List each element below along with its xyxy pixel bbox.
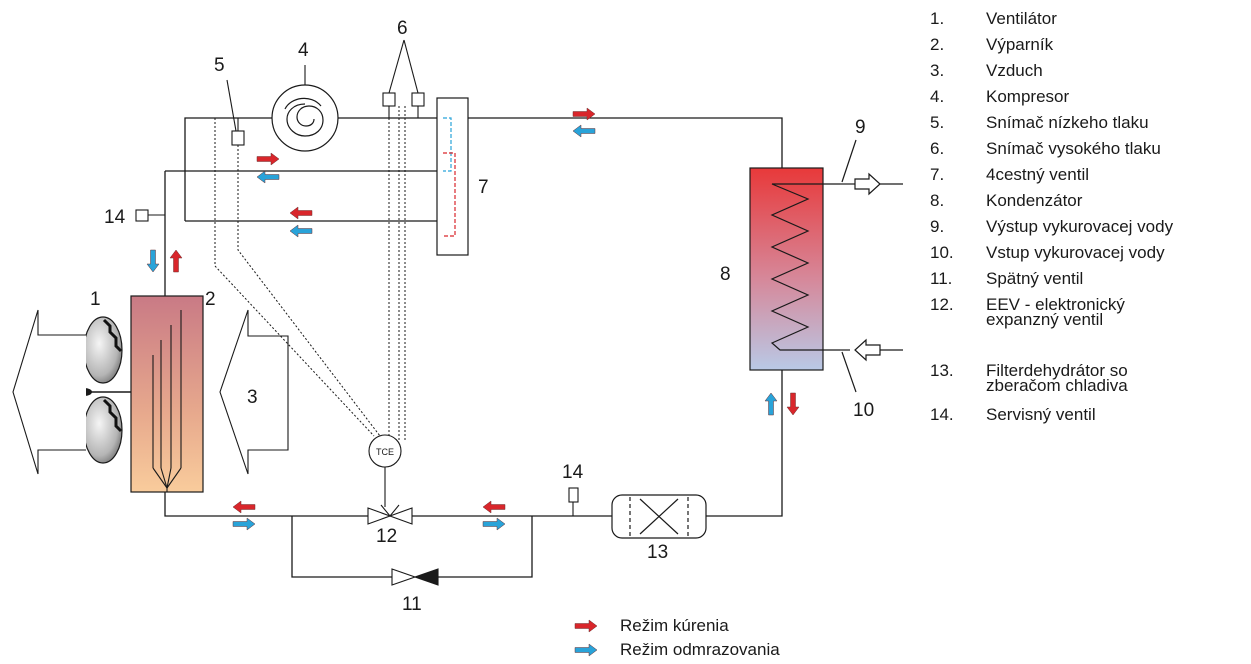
label-13: 13: [647, 542, 668, 563]
legend-text: Servisný ventil: [986, 405, 1096, 424]
label-6: 6: [397, 18, 408, 39]
label-14-left: 14: [104, 207, 126, 228]
defrost-flow-arrow: [572, 124, 596, 138]
evaporator: [130, 295, 204, 493]
heating-mode-label: Režim kúrenia: [620, 616, 729, 635]
legend-text: EEV - elektronický: [986, 295, 1125, 314]
eev-valve: [367, 504, 413, 525]
legend-number: 6.: [930, 139, 945, 158]
heating-mode-legend-arrow: [574, 619, 598, 633]
label-2: 2: [205, 289, 216, 310]
label-5: 5: [214, 55, 225, 76]
legend-text: Kompresor: [986, 87, 1070, 106]
legend-number: 10.: [930, 243, 954, 262]
label-10: 10: [853, 400, 874, 421]
legend-number: 7.: [930, 165, 945, 184]
defrost-flow-arrow: [146, 249, 160, 273]
legend-text: Vzduch: [986, 61, 1043, 80]
check-valve: [391, 568, 439, 586]
fan: [76, 316, 131, 464]
label-1: 1: [90, 289, 101, 310]
mode-legend-arrows: [574, 619, 598, 657]
label-3: 3: [247, 387, 258, 408]
legend-number: 2.: [930, 35, 945, 54]
label-tce: TCE: [376, 447, 394, 457]
label-12: 12: [376, 526, 397, 547]
label-4: 4: [298, 40, 309, 61]
label-11: 11: [402, 594, 422, 615]
legend-text: Kondenzátor: [986, 191, 1083, 210]
label-7: 7: [478, 177, 489, 198]
sensors: [135, 92, 579, 516]
legend-number: 3.: [930, 61, 945, 80]
legend-text: Výstup vykurovacej vody: [986, 217, 1174, 236]
water-connections: [840, 139, 903, 393]
label-14-bottom: 14: [562, 462, 584, 483]
legend-number: 5.: [930, 113, 945, 132]
legend-number: 11.: [930, 269, 953, 288]
compressor: [271, 84, 339, 152]
component-labels: 1 2 3 4 5 6 7 8 9 10 11 12 13 14 14 TCE: [90, 18, 874, 615]
legend-text: Spätný ventil: [986, 269, 1084, 288]
legend-text: Snímač vysokého tlaku: [986, 139, 1161, 158]
flow-arrows: [146, 107, 800, 531]
legend-text: Ventilátor: [986, 9, 1057, 28]
label-9: 9: [855, 117, 866, 138]
legend-text-line2: zberačom chladiva: [986, 376, 1128, 395]
legend-text: Vstup vykurovacej vody: [986, 243, 1165, 262]
condenser: [749, 167, 840, 371]
heating-flow-arrow: [786, 392, 800, 416]
heating-flow-arrow: [289, 206, 313, 220]
heating-flow-arrow: [256, 152, 280, 166]
defrost-flow-arrow: [232, 517, 256, 531]
defrost-flow-arrow: [482, 517, 506, 531]
legend-number: 1.: [930, 9, 945, 28]
defrost-flow-arrow: [289, 224, 313, 238]
defrost-flow-arrow: [764, 392, 778, 416]
legend-text: Výparník: [986, 35, 1054, 54]
legend-text: Filterdehydrátor so: [986, 361, 1128, 380]
defrost-mode-label: Režim odmrazovania: [620, 640, 780, 659]
air-flow-arrows: [12, 309, 289, 475]
legend-number: 13.: [930, 361, 954, 380]
heating-flow-arrow: [232, 500, 256, 514]
heating-flow-arrow: [572, 107, 596, 121]
four-way-valve: [436, 97, 469, 256]
legend-number: 14.: [930, 405, 954, 424]
legend-number: 8.: [930, 191, 945, 210]
label-leader-lines: [226, 39, 419, 132]
heating-flow-arrow: [482, 500, 506, 514]
legend-text-line2: expanzný ventil: [986, 310, 1104, 329]
tce-control-lines: [214, 106, 406, 440]
legend-text: 4cestný ventil: [986, 165, 1089, 184]
filter-dryer: [611, 494, 707, 539]
legend-number: 9.: [930, 217, 945, 236]
legend-number: 12.: [930, 295, 954, 314]
legend-number: 4.: [930, 87, 945, 106]
defrost-flow-arrow: [256, 170, 280, 184]
tce-controller: [368, 434, 402, 507]
legend-text: Snímač nízkeho tlaku: [986, 113, 1149, 132]
defrost-mode-legend-arrow: [574, 643, 598, 657]
label-8: 8: [720, 264, 731, 285]
refrigerant-pipes: [164, 117, 783, 578]
heating-flow-arrow: [169, 249, 183, 273]
